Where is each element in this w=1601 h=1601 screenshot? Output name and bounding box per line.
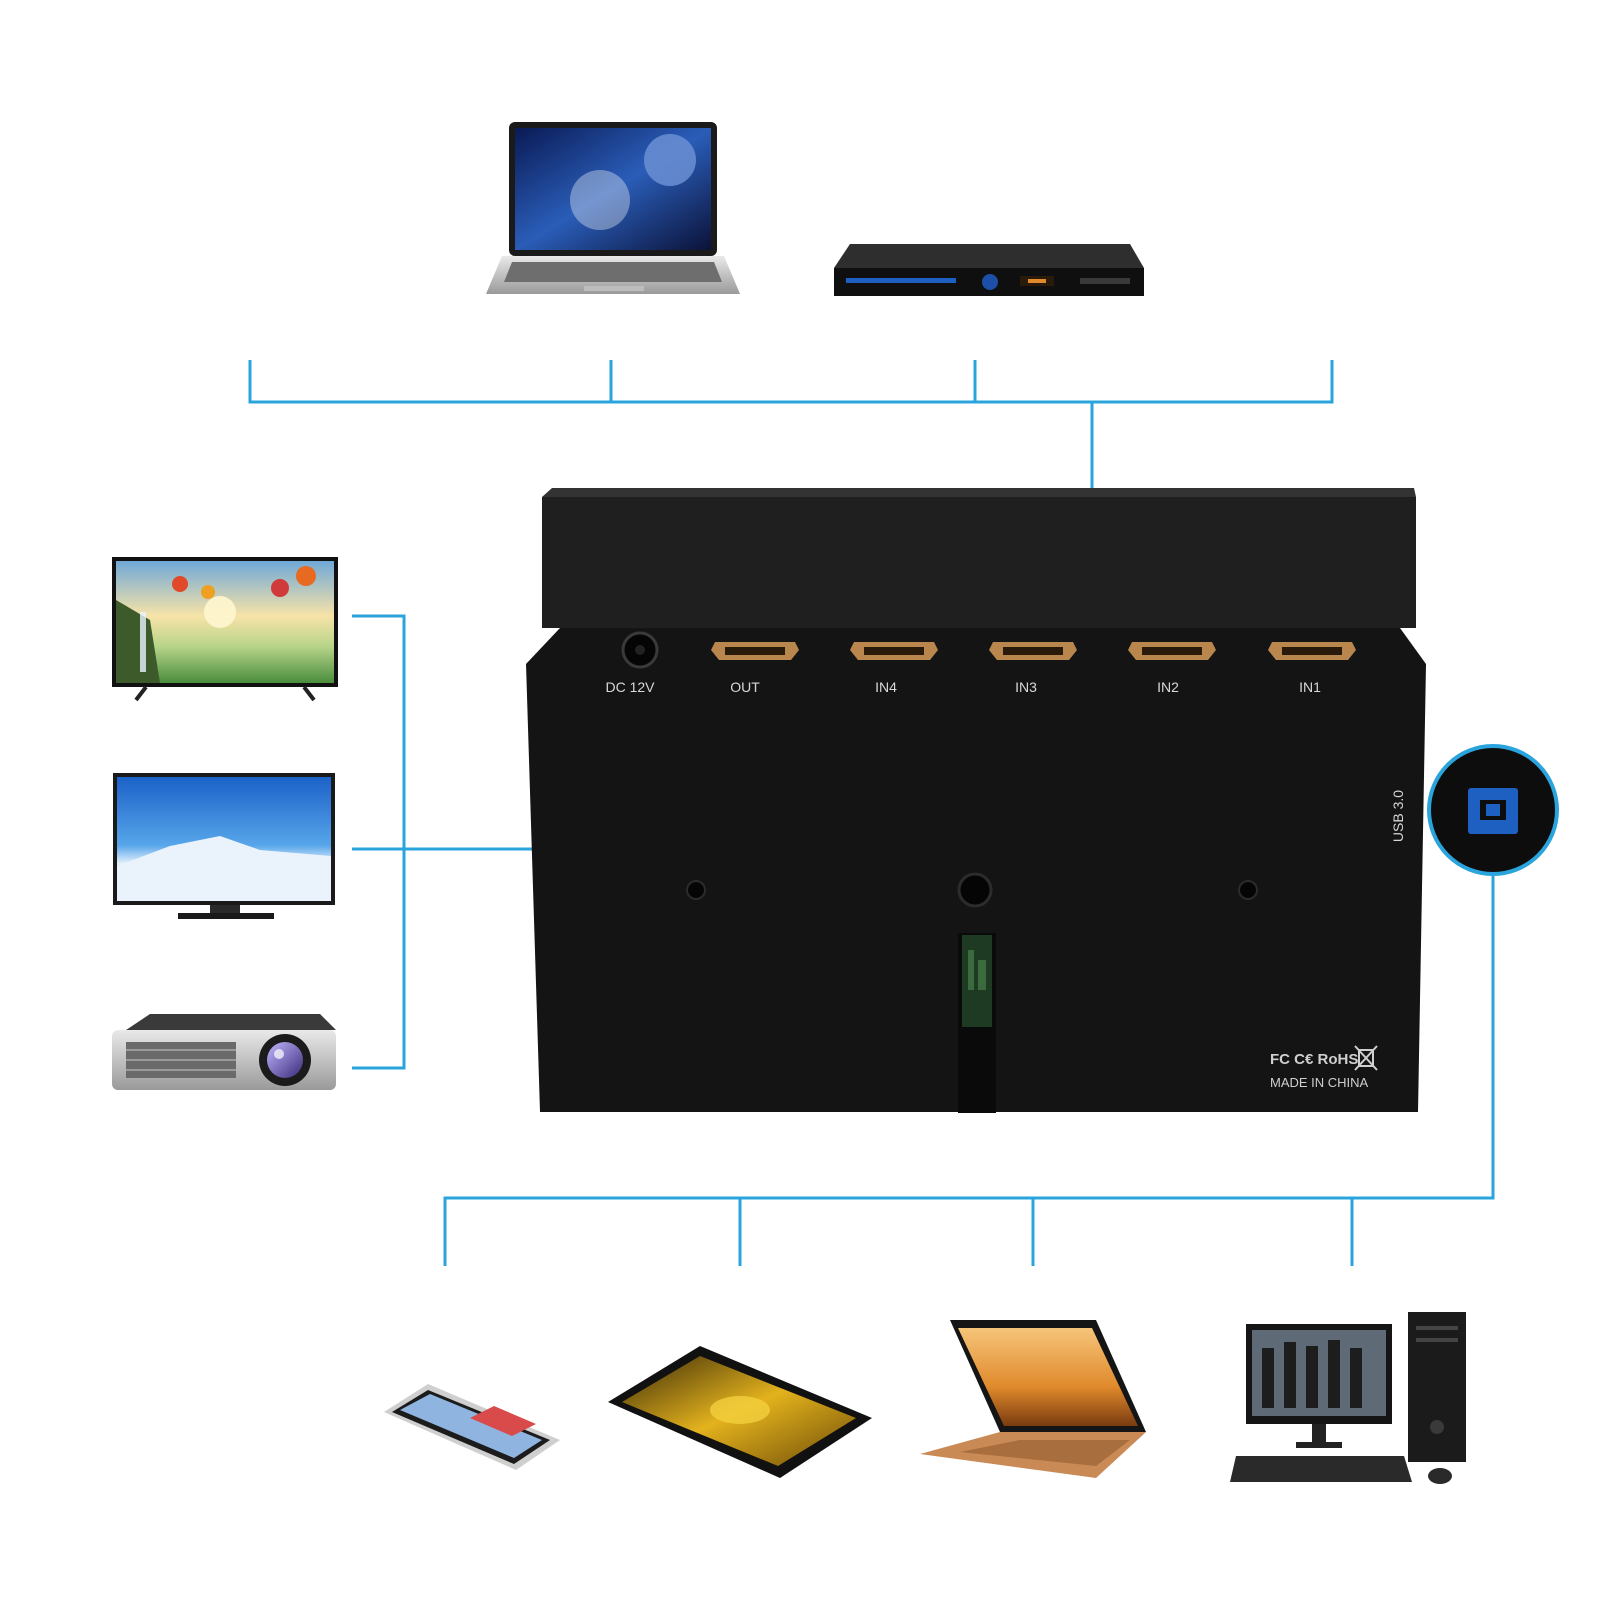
hdmi-port-in4-cavity bbox=[864, 647, 924, 655]
port-label-out: OUT bbox=[730, 679, 760, 695]
board-chip bbox=[978, 960, 986, 990]
made-in-label: MADE IN CHINA bbox=[1270, 1075, 1369, 1090]
switch-front-face bbox=[526, 628, 1426, 1112]
projector-icon bbox=[112, 1014, 336, 1090]
phone-icon bbox=[384, 1384, 560, 1470]
hdmi-ports bbox=[711, 642, 1356, 660]
usb-b-port-tongue bbox=[1486, 804, 1500, 816]
kvm-switch-box: DC 12V OUT IN4 IN3 IN2 IN1 USB 3.0 FC C€… bbox=[526, 488, 1426, 1113]
port-label-dc: DC 12V bbox=[605, 679, 655, 695]
mount-hole-center bbox=[957, 872, 993, 908]
switch-top-panel bbox=[542, 497, 1416, 628]
hdmi-port-in3-cavity bbox=[1003, 647, 1063, 655]
certification-marks: FC C€ RoHS bbox=[1270, 1051, 1358, 1068]
port-label-in3: IN3 bbox=[1015, 679, 1037, 695]
source-bus-line bbox=[248, 360, 1334, 404]
usb-b-port-zoom bbox=[1427, 744, 1559, 876]
switch-circuit-board bbox=[962, 935, 992, 1027]
usb-bus-line bbox=[443, 875, 1495, 1266]
hdmi-port-in1-cavity bbox=[1282, 647, 1342, 655]
tv-icon bbox=[112, 557, 338, 702]
mount-hole-left bbox=[686, 880, 706, 900]
weee-bin-icon bbox=[1354, 1045, 1378, 1071]
board-chip bbox=[968, 950, 974, 990]
usb-port-label: USB 3.0 bbox=[1390, 790, 1406, 842]
desktop-pc-icon bbox=[1230, 1312, 1466, 1484]
switch-top-edge bbox=[542, 488, 1416, 497]
hdmi-port-in2-cavity bbox=[1142, 647, 1202, 655]
port-label-in2: IN2 bbox=[1157, 679, 1179, 695]
tablet-icon bbox=[608, 1346, 872, 1478]
laptop-icon bbox=[486, 122, 740, 294]
mount-hole-right bbox=[1238, 880, 1258, 900]
monitor-icon bbox=[113, 773, 335, 919]
convertible-laptop-icon bbox=[920, 1320, 1146, 1478]
dc-jack-pin bbox=[635, 645, 645, 655]
port-label-in1: IN1 bbox=[1299, 679, 1321, 695]
hdmi-port-out-cavity bbox=[725, 647, 785, 655]
port-label-in4: IN4 bbox=[875, 679, 897, 695]
dvd-player-icon bbox=[834, 244, 1144, 296]
